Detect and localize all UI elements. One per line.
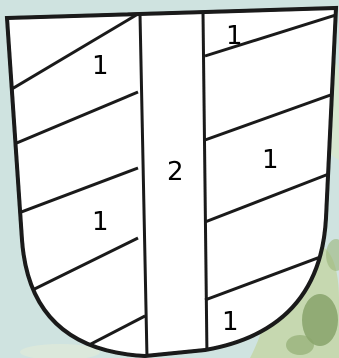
right-field-label: 1 (222, 307, 239, 337)
right-field-label: 1 (226, 21, 243, 51)
left-field-label: 1 (92, 207, 109, 237)
right-field-label: 1 (262, 145, 279, 175)
map-forest-patch (286, 335, 314, 355)
pale-label: 2 (167, 157, 184, 187)
left-field-label: 1 (92, 51, 109, 81)
